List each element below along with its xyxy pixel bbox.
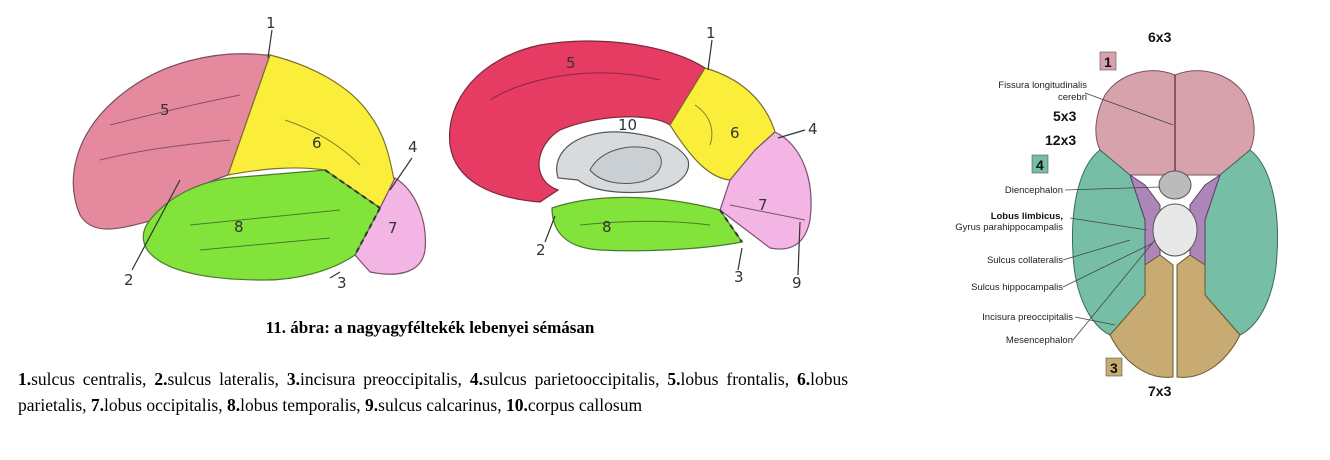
badge-occipital-text: 3: [1110, 360, 1118, 376]
basal-leader-incisura: [1074, 316, 1116, 326]
basal-brain-drawing: Fissura longitudinalis cerebri Diencepha…: [955, 29, 1278, 399]
medial-label-3: 3: [734, 268, 744, 286]
legend-item: 9.sulcus calcarinus,: [365, 395, 502, 415]
temporal-lobe-region: [142, 169, 381, 281]
calcarine-sulcus-line: [729, 204, 806, 221]
medial-brain-drawing: 1 2 3 4 5 6 7 8 9 10: [448, 24, 818, 292]
legend-item: 2.sulcus lateralis,: [154, 369, 279, 389]
legend-item: 6.lobus parietalis,: [18, 369, 849, 415]
basal-label-lobus-limbicus: Lobus limbicus,: [991, 211, 1063, 222]
lateral-label-5: 5: [160, 101, 170, 119]
basal-label-incisura: Incisura preoccipitalis: [982, 312, 1073, 323]
badge-occipital: [1105, 357, 1123, 377]
basal-leader-fissura: [1084, 92, 1174, 126]
medial-label-7: 7: [758, 196, 768, 214]
basal-occipital-region-right: [1176, 254, 1241, 378]
medial-preoccipital-dashed-line: [719, 209, 743, 243]
legend-item: 5.lobus frontalis,: [667, 369, 790, 389]
medial-label-1: 1: [706, 24, 716, 42]
legend-item: 10.corpus callosum: [505, 395, 643, 415]
legend-item: 8.lobus temporalis,: [227, 395, 361, 415]
basal-frontal-region-right: [1174, 70, 1255, 176]
legend-item: 7.lobus occipitalis,: [90, 395, 223, 415]
medial-leader-4: [777, 129, 806, 139]
lateral-label-3: 3: [337, 274, 347, 292]
badge-limbic: [1031, 154, 1049, 174]
preoccipital-dashed-line: [324, 169, 381, 209]
leader-line-2: [131, 179, 181, 271]
thalamus-outline: [589, 146, 662, 184]
figure-legend: 1.sulcus centralis, 2.sulcus lateralis, …: [18, 366, 848, 418]
basal-label-fissura-1: Fissura longitudinalis: [998, 80, 1087, 91]
basal-label-fissura-2: cerebri: [1058, 92, 1087, 103]
lateral-label-2: 2: [124, 271, 134, 289]
count-label-5x3: 5x3: [1053, 108, 1077, 124]
basal-leader-mesencephalon: [1072, 239, 1156, 341]
mesencephalon-shape: [1152, 203, 1198, 257]
legend-item: 4.sulcus parietooccipitalis,: [469, 369, 660, 389]
basal-label-gyrus: Gyrus parahippocampalis: [955, 222, 1063, 233]
lateral-label-8: 8: [234, 218, 244, 236]
medial-label-6: 6: [730, 124, 740, 142]
basal-frontal-region-left: [1095, 70, 1176, 176]
lateral-label-4: 4: [408, 138, 418, 156]
temporal-sulcus-line: [579, 220, 711, 226]
parietal-lobe-region: [227, 54, 396, 209]
basal-label-hippocampalis: Sulcus hippocampalis: [971, 282, 1063, 293]
medial-leader-2: [544, 215, 556, 243]
medial-leader-9: [797, 221, 801, 276]
leader-line-4: [389, 157, 413, 191]
occipital-lobe-region: [354, 177, 427, 275]
medial-leader-3: [737, 247, 743, 271]
basal-leader-diencephalon: [1064, 186, 1161, 191]
parietal-sulcus-line: [284, 119, 361, 166]
basal-leader-hippocampalis: [1062, 242, 1154, 288]
basal-label-collateralis: Sulcus collateralis: [987, 255, 1063, 266]
medial-frontal-region: [448, 40, 706, 203]
diencephalon-shape: [1158, 170, 1192, 200]
temporal-sulcus-line: [189, 209, 341, 226]
basal-label-mesencephalon: Mesencephalon: [1006, 335, 1073, 346]
leader-line-1: [267, 29, 273, 59]
medial-label-2: 2: [536, 241, 546, 259]
medial-hemisphere-view: 1 2 3 4 5 6 7 8 9 10: [430, 20, 830, 300]
count-label-12x3: 12x3: [1045, 132, 1076, 148]
medial-label-8: 8: [602, 218, 612, 236]
count-label-bottom: 7x3: [1148, 383, 1172, 399]
basal-leader-limbicus: [1069, 217, 1148, 231]
leader-line-3: [329, 271, 341, 279]
lateral-label-7: 7: [388, 219, 398, 237]
medial-temporal-region: [551, 196, 744, 252]
lateral-brain-drawing: 1 2 3 4 5 6 7 8: [72, 14, 427, 292]
legend-item: 3.incisura preoccipitalis,: [286, 369, 462, 389]
medial-label-10: 10: [618, 116, 637, 134]
count-label-top: 6x3: [1148, 29, 1172, 45]
legend-item: 1.sulcus centralis,: [18, 369, 147, 389]
medial-occipital-region: [719, 131, 812, 250]
temporal-sulcus-line: [199, 237, 331, 251]
parietal-sulcus-line: [694, 104, 713, 146]
basal-label-diencephalon: Diencephalon: [1005, 185, 1063, 196]
basal-occipital-region-left: [1109, 254, 1174, 378]
basal-brain-view: Fissura longitudinalis cerebri Diencepha…: [905, 25, 1310, 410]
basal-leader-collateralis: [1062, 239, 1131, 261]
lateral-label-1: 1: [266, 14, 276, 32]
badge-frontal-text: 1: [1104, 54, 1112, 70]
medial-leader-1: [707, 39, 713, 71]
cingulate-sulcus-line: [489, 72, 661, 101]
badge-frontal: [1099, 51, 1117, 71]
lateral-hemisphere-view: 1 2 3 4 5 6 7 8: [40, 10, 440, 300]
frontal-sulcus-line: [99, 139, 231, 161]
frontal-sulcus-line: [109, 94, 241, 126]
figure-caption: 11. ábra: a nagyagyféltekék lebenyei sém…: [265, 318, 595, 337]
medial-label-5: 5: [566, 54, 576, 72]
badge-limbic-text: 4: [1036, 157, 1044, 173]
lateral-label-6: 6: [312, 134, 322, 152]
medial-label-4: 4: [808, 120, 818, 138]
medial-label-9: 9: [792, 274, 802, 292]
